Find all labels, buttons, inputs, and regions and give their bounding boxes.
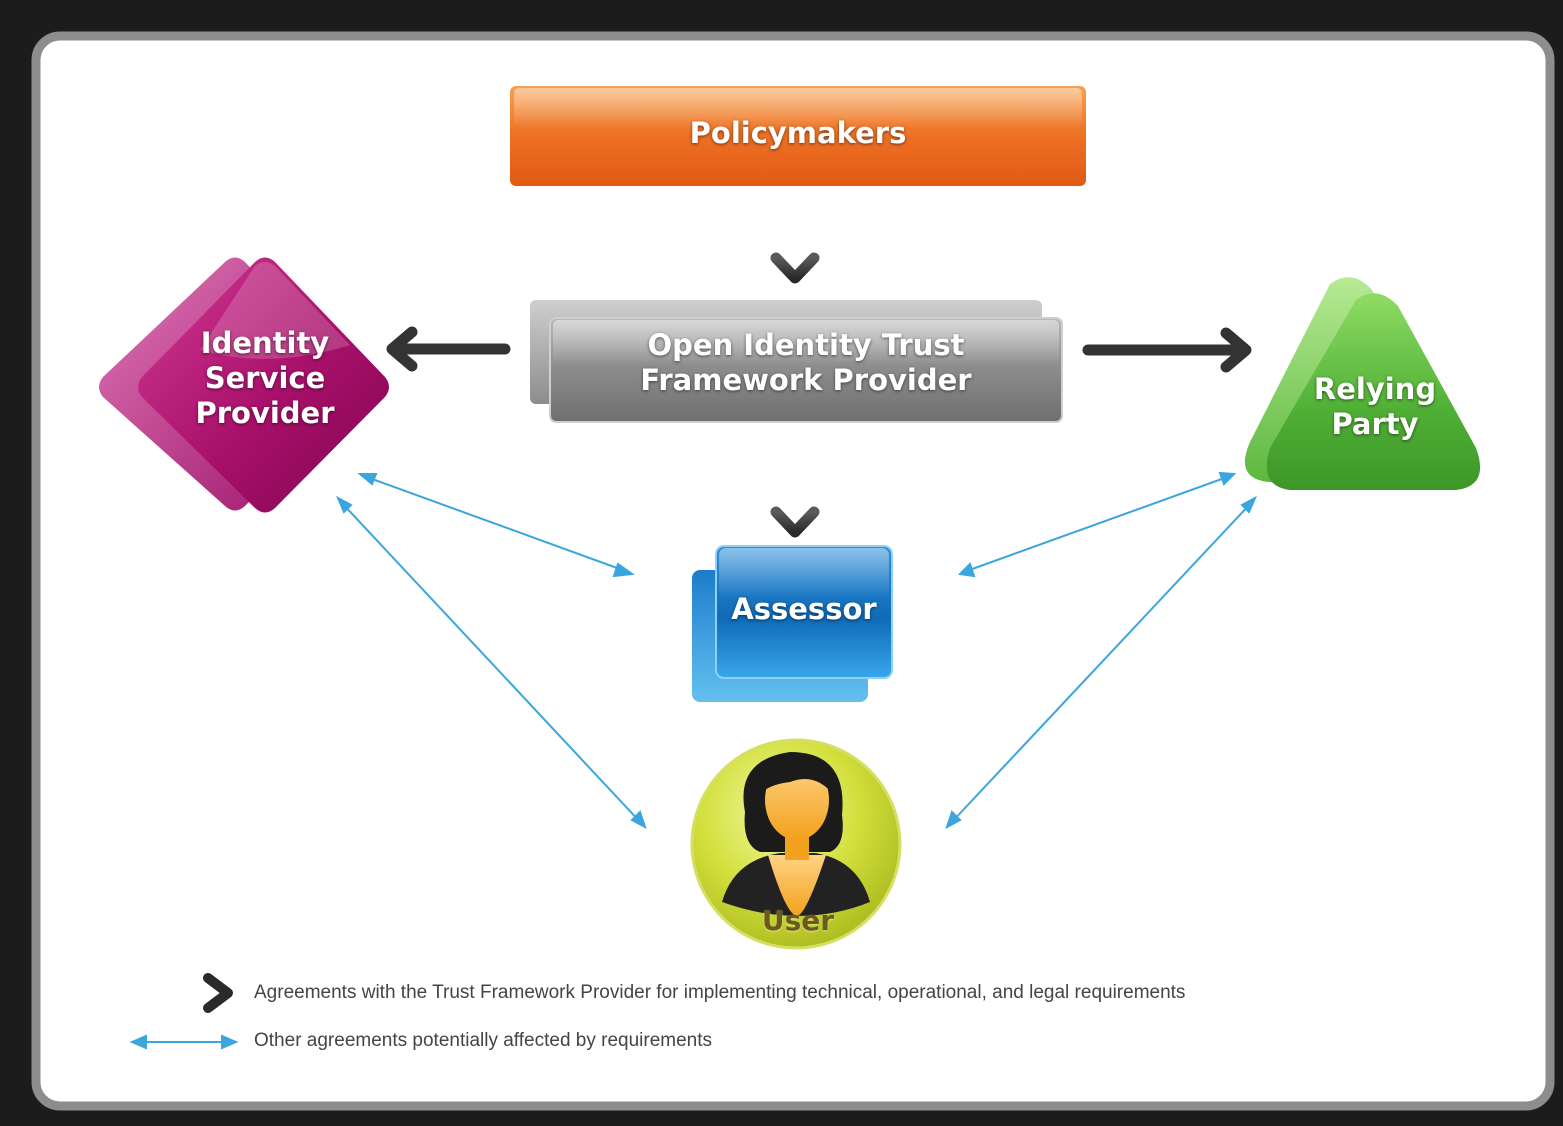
relying-party-shape [1244, 277, 1481, 490]
framework-provider-line-2: Framework Provider [640, 362, 972, 397]
arrow-framework-to-relying-party [1082, 327, 1252, 373]
identity-provider-line-3: Provider [195, 395, 335, 430]
framework-provider-box [530, 300, 1063, 423]
identity-provider-shape [99, 257, 389, 513]
legend-solid-arrow-text: Agreements with the Trust Framework Prov… [254, 982, 1186, 1003]
legend-solid-arrow-icon [128, 973, 233, 1013]
arrow-policymakers-to-framework [770, 202, 820, 284]
identity-provider-line-1: Identity [200, 326, 330, 360]
assessor-label: Assessor [731, 592, 877, 626]
user-label: User [761, 904, 835, 937]
arrow-framework-to-assessor [770, 432, 820, 538]
relying-party-line-1: Relying [1313, 372, 1437, 406]
thin-arrows [335, 471, 1258, 830]
user-avatar [690, 738, 902, 950]
relying-party-line-2: Party [1331, 406, 1419, 441]
framework-provider-label: Open Identity Trust Framework Provider [550, 328, 1062, 398]
legend-thin-arrow-text: Other agreements potentially affected by… [254, 1030, 713, 1051]
identity-provider-label: Identity Service Provider [165, 326, 365, 430]
policymakers-box [510, 86, 1086, 186]
arrow-framework-to-identity-provider [386, 326, 511, 372]
identity-provider-line-2: Service [204, 360, 326, 395]
assessor-box [692, 545, 893, 702]
legend-thin-arrow-icon [129, 1034, 239, 1050]
relying-party-label: Relying Party [1290, 372, 1460, 442]
policymakers-label: Policymakers [689, 116, 907, 150]
framework-provider-line-1: Open Identity Trust [647, 328, 965, 362]
